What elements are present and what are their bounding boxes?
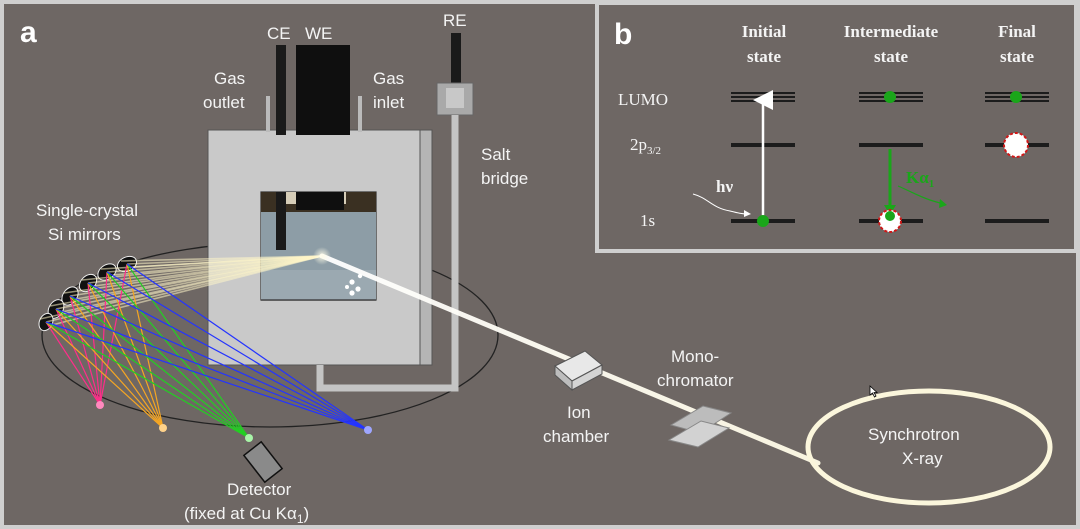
salt-bridge-tube <box>316 115 459 392</box>
salt-bridge-label-2: bridge <box>481 169 528 188</box>
col-intermediate-line2: state <box>874 47 908 66</box>
monochromator <box>667 405 733 448</box>
working-electrode <box>296 45 350 135</box>
ion-chamber-label-2: chamber <box>543 427 609 446</box>
col-initial-line2: state <box>747 47 781 66</box>
mirrors-label-2: Si mirrors <box>48 225 121 244</box>
electron-intermediate-lumo <box>884 91 896 103</box>
monochromator-label-1: Mono- <box>671 347 719 366</box>
ion-chamber <box>554 350 603 392</box>
analyzer-ray <box>45 321 101 406</box>
analyzer-ray <box>55 308 369 431</box>
analyzer-ray <box>45 321 250 439</box>
col-final-line2: state <box>1000 47 1034 66</box>
photon-arrowhead <box>744 210 751 217</box>
electron-initial-1s <box>757 215 769 227</box>
analyzer-ray <box>45 321 164 429</box>
detector-label-2: (fixed at Cu Kα1) <box>184 504 309 526</box>
analyzer-ray <box>55 308 250 439</box>
core-hole-2p <box>1003 132 1029 158</box>
working-electrode-lower <box>296 192 344 210</box>
gas-inlet-tube <box>358 96 362 132</box>
s1-label: 1s <box>640 211 655 230</box>
lumo-label: LUMO <box>618 90 668 109</box>
p32-label: 2p3/2 <box>630 135 661 157</box>
focal-points <box>96 401 372 442</box>
we-label: WE <box>305 24 332 43</box>
gas-outlet-label-2: outlet <box>203 93 245 112</box>
synchrotron-label-1: Synchrotron <box>868 425 960 444</box>
gas-outlet-label-1: Gas <box>214 69 245 88</box>
analyzer-rays <box>45 263 369 439</box>
emission-arrowhead <box>939 199 947 208</box>
analyzer-ray <box>126 263 164 429</box>
photon-wave <box>692 193 749 215</box>
mirrors-label-1: Single-crystal <box>36 201 138 220</box>
analyzer-ray <box>69 295 101 406</box>
analyzer-ray <box>55 308 164 429</box>
analyzer-ray <box>69 295 369 431</box>
salt-bridge-label-1: Salt <box>481 145 511 164</box>
gas-inlet-label-2: inlet <box>373 93 404 112</box>
ion-chamber-label-1: Ion <box>567 403 591 422</box>
re-label: RE <box>443 11 467 30</box>
mouse-cursor-icon <box>869 385 879 398</box>
gas-inlet-label-1: Gas <box>373 69 404 88</box>
ce-label: CE <box>267 24 291 43</box>
reference-electrode <box>436 33 474 116</box>
analyzer-ray <box>55 308 101 406</box>
analyzer-ray <box>87 282 250 439</box>
analyzer-ray <box>106 271 250 439</box>
col-final-line1: Final <box>998 22 1036 41</box>
analyzer-ray <box>45 321 369 431</box>
analyzer-ray <box>99 263 128 406</box>
hv-label: hν <box>716 177 733 196</box>
synchrotron-label-2: X-ray <box>902 449 943 468</box>
panel-b-box <box>595 1 1078 253</box>
analyzer-ray <box>106 271 369 431</box>
analyzer-ray <box>87 282 101 406</box>
gas-outlet-tube <box>266 96 270 132</box>
synchrotron-ring <box>805 388 1053 506</box>
ka1-label: Kα1 <box>906 168 934 190</box>
electron-final-lumo <box>1010 91 1022 103</box>
detector-label-1: Detector <box>227 480 292 499</box>
monochromator-label-2: chromator <box>657 371 734 390</box>
detector-box <box>242 440 284 484</box>
sample-spot <box>313 247 331 265</box>
analyzer-ray <box>126 263 250 439</box>
col-initial-line1: Initial <box>742 22 787 41</box>
panel-a-label: a <box>20 16 37 49</box>
analyzer-ray <box>87 282 369 431</box>
electron-decay-head <box>885 211 895 221</box>
counter-electrode <box>276 45 286 135</box>
analyzer-ray <box>69 295 250 439</box>
fan-ray <box>51 255 323 326</box>
col-intermediate-line1: Intermediate <box>844 22 939 41</box>
panel-b-label: b <box>614 18 632 51</box>
analyzer-ray <box>99 271 108 406</box>
analyzer-ray <box>126 263 369 431</box>
mirror-fan-rays <box>39 255 323 326</box>
counter-electrode-lower <box>276 192 286 250</box>
